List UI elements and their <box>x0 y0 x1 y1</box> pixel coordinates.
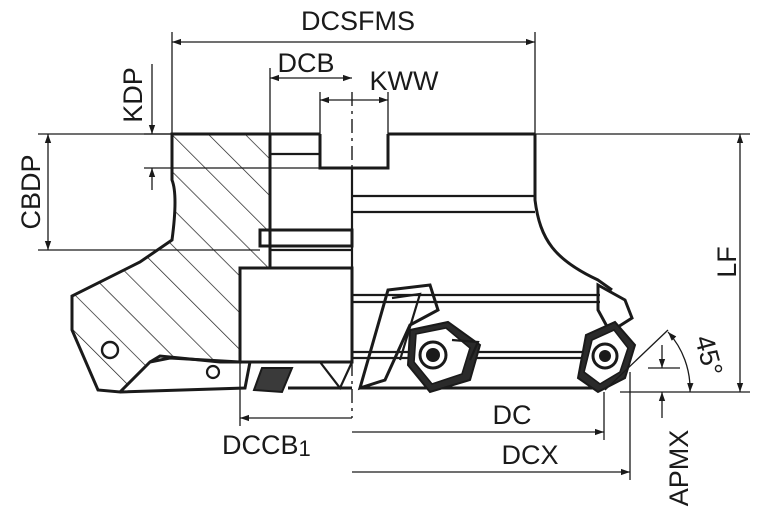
label-lf: LF <box>712 246 742 278</box>
insert-center <box>357 283 482 394</box>
label-dc: DC <box>493 400 532 430</box>
coolant-hole <box>100 340 120 360</box>
label-kww: KWW <box>370 66 439 96</box>
label-kdp: KDP <box>118 67 148 123</box>
insert-right <box>576 282 637 394</box>
label-angle: 45° <box>689 332 729 379</box>
label-cbdp: CBDP <box>16 154 46 229</box>
dimension-lines <box>38 32 750 480</box>
label-dcsfms: DCSFMS <box>301 6 415 36</box>
label-dcb: DCB <box>277 48 334 78</box>
label-apmx: APMX <box>664 430 694 507</box>
label-dcx: DCX <box>501 440 558 470</box>
cutter-body <box>70 132 613 394</box>
label-dccb: DCCB1 <box>222 430 311 461</box>
